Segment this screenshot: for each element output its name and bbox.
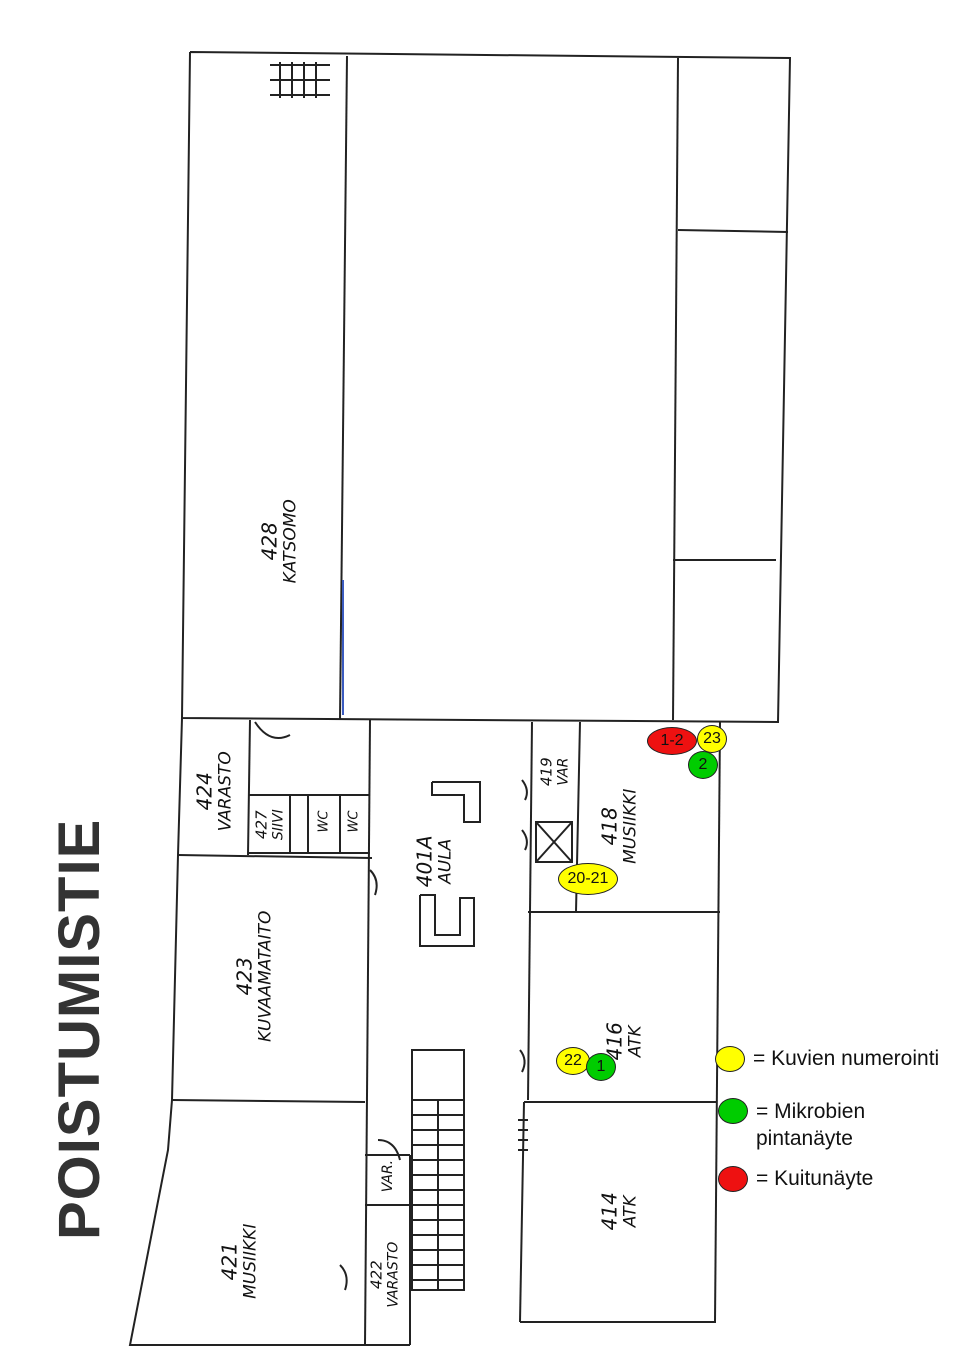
room-414: 414 ATK (597, 1171, 642, 1251)
legend-item-yellow: = Kuvien numerointi (715, 1046, 939, 1072)
room-414-number: 414 (597, 1192, 622, 1231)
room-423-number: 423 (232, 957, 257, 996)
sample-marker-fiber: 1-2 (647, 727, 697, 755)
room-424: 424 VARASTO (192, 741, 237, 841)
legend-red-label: = Kuitunäyte (756, 1167, 874, 1190)
exit-route-title: POISTUMISTIE (47, 818, 112, 1240)
room-424-number: 424 (192, 772, 217, 811)
sample-marker-microbe-1: 1 (586, 1053, 616, 1081)
legend-yellow-label: = Kuvien numerointi (753, 1047, 940, 1070)
legend-red-swatch (718, 1166, 748, 1192)
room-414-name: ATK (620, 1195, 641, 1228)
room-418-name: MUSIIKKI (620, 788, 641, 864)
room-419: 419 VAR (537, 737, 572, 807)
legend-green-swatch (718, 1098, 748, 1124)
legend-green-label: = Mikrobien pintanäyte (756, 1100, 866, 1150)
legend-item-red: = Kuitunäyte (718, 1166, 873, 1192)
room-427-name: SIIVI (270, 809, 287, 841)
room-416-name: ATK (625, 1025, 646, 1058)
room-var-small-name: VAR. (379, 1159, 396, 1193)
room-421-number: 421 (217, 1242, 242, 1281)
room-var-small: VAR. (380, 1146, 396, 1206)
room-401a-name: AULA (435, 838, 456, 884)
room-419-number: 419 (537, 757, 556, 786)
room-422: 422 VARASTO (367, 1225, 402, 1325)
room-428-name: KATSOMO (280, 499, 301, 584)
room-wc-1-name: WC (316, 810, 332, 833)
room-422-number: 422 (367, 1260, 386, 1289)
room-401a-number: 401A (412, 835, 437, 888)
photo-marker-23: 23 (697, 725, 727, 753)
room-401a: 401A AULA (412, 821, 457, 901)
room-wc-2-name: WC (346, 810, 362, 833)
room-422-name: VARASTO (385, 1241, 402, 1308)
photo-marker-22: 22 (556, 1047, 590, 1075)
sample-marker-microbe-2: 2 (688, 751, 718, 779)
room-421-name: MUSIIKKI (240, 1223, 261, 1299)
room-419-name: VAR (555, 757, 572, 786)
room-428: 428 KATSOMO (257, 481, 302, 601)
room-427: 427 SIIVI (252, 795, 287, 855)
room-427-number: 427 (252, 810, 271, 839)
room-423-name: KUVAAMATAITO (255, 910, 276, 1042)
legend-yellow-swatch (715, 1046, 745, 1072)
room-428-number: 428 (257, 522, 282, 561)
room-423: 423 KUVAAMATAITO (232, 871, 277, 1081)
legend-item-green: = Mikrobien pintanäyte (718, 1098, 896, 1152)
photo-marker-20-21: 20-21 (558, 863, 618, 895)
room-wc-1: WC (316, 801, 333, 841)
room-421: 421 MUSIIKKI (217, 1191, 262, 1331)
room-wc-2: WC (346, 801, 363, 841)
room-424-name: VARASTO (215, 751, 236, 832)
